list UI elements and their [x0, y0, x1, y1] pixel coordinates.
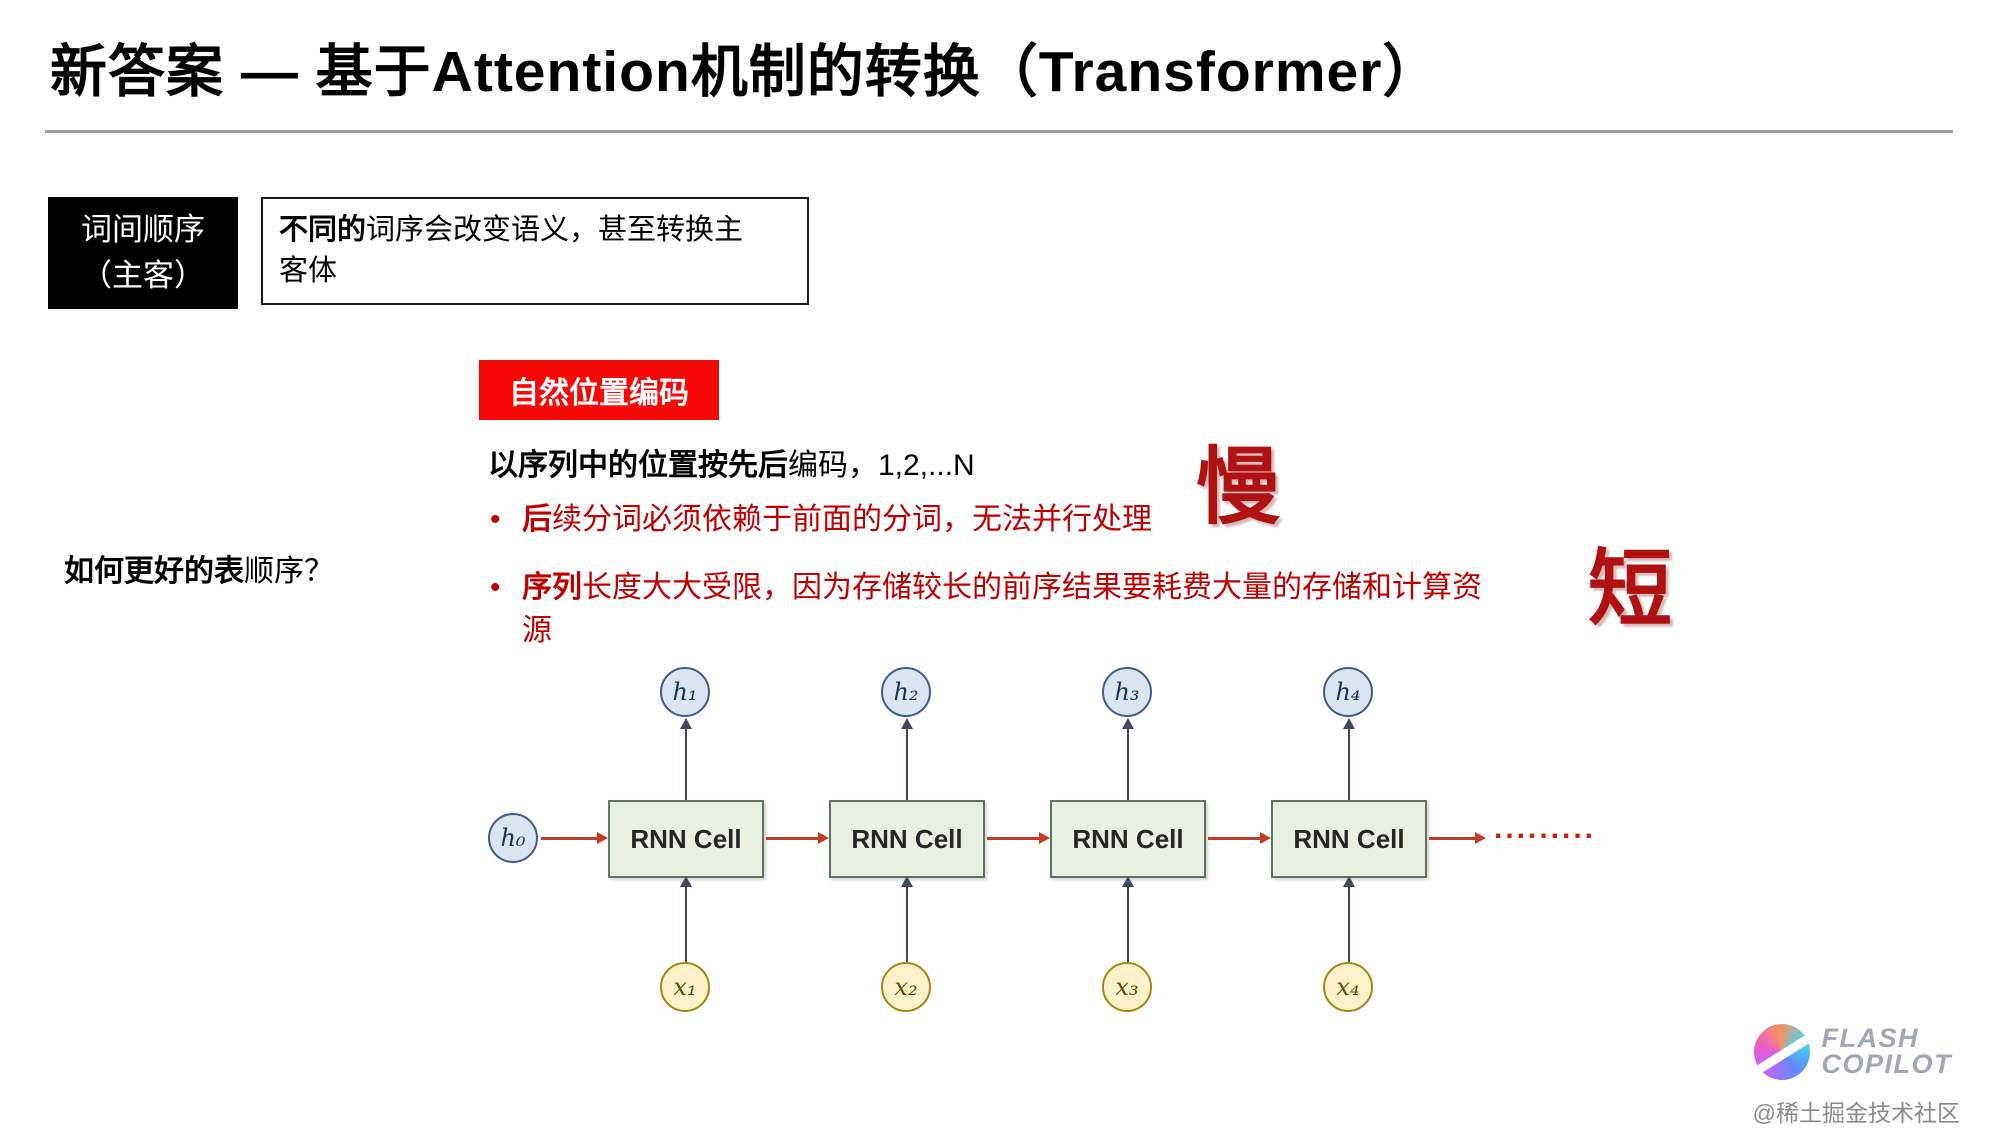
question-rest: 顺序？	[244, 555, 334, 588]
output-arrow	[1343, 718, 1355, 800]
state-transition-arrow	[766, 832, 829, 844]
order-description-rest: 词序会改变语义，甚至转换主 客体	[279, 214, 744, 288]
hidden-state-node: h₂	[881, 667, 931, 717]
hidden-state-label: h₁	[672, 678, 698, 706]
input-arrow	[1343, 876, 1355, 962]
bullet-bold: 序列	[522, 570, 582, 604]
encoding-intro-bold: 以序列中的位置按先后	[488, 449, 788, 482]
question-text: 如何更好的表顺序？	[64, 546, 334, 590]
input-arrow	[680, 876, 692, 962]
watermark: @稀土掘金技术社区	[1752, 1100, 1960, 1126]
rnn-cell-box: RNN Cell	[1050, 800, 1206, 878]
input-node: x₄	[1323, 962, 1373, 1012]
hidden-state-label: h₄	[1335, 678, 1361, 706]
output-arrow	[1122, 718, 1134, 800]
continuation-dots: .........	[1494, 812, 1597, 845]
state-transition-arrow	[541, 832, 608, 844]
flash-copilot-logo-icon	[1753, 1024, 1810, 1080]
rnn-cell-box: RNN Cell	[1271, 800, 1427, 878]
input-node: x₃	[1102, 962, 1152, 1012]
rnn-cell-label: RNN Cell	[630, 823, 742, 854]
encoding-intro: 以序列中的位置按先后编码，1,2,...N	[488, 440, 975, 484]
state-transition-arrow	[1429, 832, 1486, 844]
question-bold: 如何更好的表	[64, 555, 244, 588]
encoding-intro-rest: 编码，1,2,...N	[788, 449, 975, 482]
hidden-state-label: h₃	[1114, 678, 1140, 706]
bullet-rest: 续分词必须依赖于前面的分词，无法并行处理	[552, 503, 1152, 536]
state-transition-arrow	[1208, 832, 1271, 844]
rnn-unit: h₃ RNN Cell x₃	[1050, 662, 1206, 1022]
short-stamp: 短	[1588, 540, 1673, 638]
title-divider	[45, 130, 1953, 133]
rnn-diagram: h₀ h₁ RNN Cell x₁ h₂ RNN Cell x₂ h₃ RNN	[0, 662, 2000, 1042]
rnn-unit: h₄ RNN Cell x₄	[1271, 662, 1427, 1022]
slow-stamp: 慢	[1196, 438, 1281, 536]
input-label: x₄	[1336, 973, 1360, 1001]
hidden-state-node: h₃	[1102, 667, 1152, 717]
rnn-cell-label: RNN Cell	[1293, 823, 1405, 854]
order-label-line1: 词间顺序	[81, 211, 205, 247]
input-node: x₂	[881, 962, 931, 1012]
position-encoding-tag: 自然位置编码	[479, 360, 719, 420]
bullet-rest: 长度大大受限，因为存储较长的前序结果要耗费大量的存储和计算资 源	[522, 570, 1482, 648]
flash-copilot-logo: FLASH COPILOT	[1753, 1023, 1953, 1080]
drawback-bullet-list: 后续分词必须依赖于前面的分词，无法并行处理 序列长度大大受限，因为存储较长的前序…	[488, 498, 1588, 677]
input-label: x₂	[894, 973, 918, 1001]
hidden-state-node: h₁	[660, 667, 710, 717]
bullet-item-length: 序列长度大大受限，因为存储较长的前序结果要耗费大量的存储和计算资 源	[488, 566, 1588, 653]
output-arrow	[901, 718, 913, 800]
rnn-cell-box: RNN Cell	[608, 800, 764, 878]
initial-state-label: h₀	[500, 824, 526, 852]
page-title: 新答案 — 基于Attention机制的转换（Transformer）	[50, 40, 1441, 104]
bullet-item-serial: 后续分词必须依赖于前面的分词，无法并行处理	[488, 498, 1588, 542]
logo-line1: FLASH	[1821, 1023, 1919, 1054]
bullet-bold: 后	[522, 503, 552, 536]
rnn-cell-box: RNN Cell	[829, 800, 985, 878]
rnn-cell-label: RNN Cell	[1072, 823, 1184, 854]
input-arrow	[901, 876, 913, 962]
logo-line2: COPILOT	[1821, 1049, 1952, 1079]
input-label: x₃	[1115, 973, 1139, 1001]
order-description-bold: 不同的	[279, 214, 367, 246]
rnn-cell-label: RNN Cell	[851, 823, 963, 854]
hidden-state-label: h₂	[893, 678, 919, 706]
flash-copilot-logo-text: FLASH COPILOT	[1821, 1023, 1953, 1079]
input-node: x₁	[660, 962, 710, 1012]
order-label-line2: （主客）	[81, 258, 205, 293]
initial-state-node: h₀	[488, 813, 538, 863]
rnn-unit: h₂ RNN Cell x₂	[829, 662, 985, 1022]
state-transition-arrow	[987, 832, 1050, 844]
rnn-unit: h₁ RNN Cell x₁	[608, 662, 764, 1022]
order-label-box: 词间顺序 （主客）	[48, 197, 238, 309]
hidden-state-node: h₄	[1323, 667, 1373, 717]
order-description-box: 不同的词序会改变语义，甚至转换主 客体	[261, 197, 809, 306]
input-arrow	[1122, 876, 1134, 962]
input-label: x₁	[673, 973, 697, 1001]
output-arrow	[680, 718, 692, 800]
